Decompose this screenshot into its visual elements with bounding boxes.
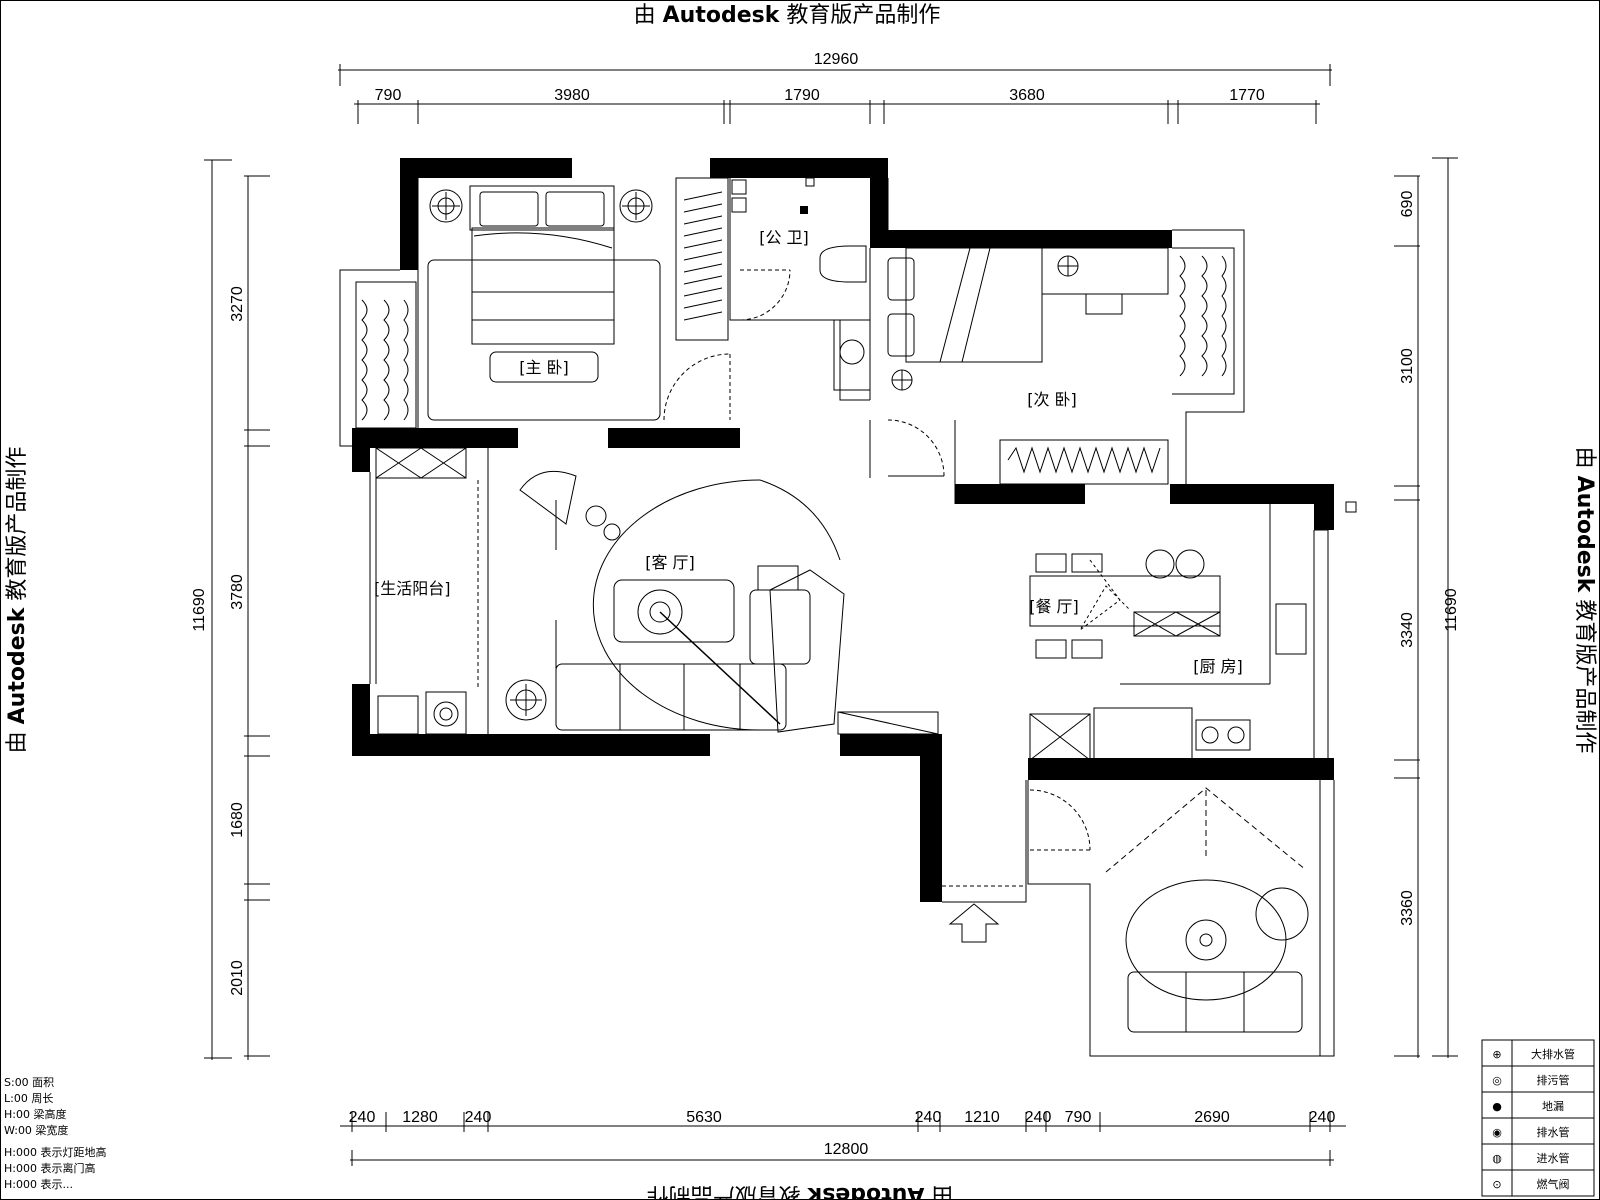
legend-symbol-2: ◎: [1492, 1074, 1502, 1087]
note-line-1: S:00 面积: [4, 1076, 54, 1089]
note-line-5: H:000 表示灯距地高: [4, 1145, 106, 1159]
legend-label-2: 排污管: [1537, 1073, 1570, 1087]
dim-bottom-10: 240: [1309, 1109, 1336, 1126]
lower-room-furniture: [942, 787, 1309, 1033]
legend-symbol-3: ●: [1492, 1100, 1502, 1113]
living-room-furniture: [505, 470, 939, 735]
dim-bottom-5: 240: [915, 1109, 942, 1126]
room-label-public-bath: [公 卫]: [759, 228, 809, 247]
room-label-kitchen: [厨 房]: [1193, 657, 1243, 676]
watermark-bottom: 由 Autodesk 教育版产品制作: [647, 1182, 954, 1200]
watermark-left: 由 Autodesk 教育版产品制作: [5, 447, 30, 754]
top-dimensions: 12960 790 3980 1790 3680 1770: [338, 51, 1332, 124]
dining-kitchen-furniture: [1029, 501, 1357, 761]
walls: [352, 158, 1334, 902]
dim-top-2: 3980: [554, 87, 590, 104]
dim-right-2: 3100: [1399, 348, 1416, 384]
dim-bottom-3: 240: [465, 1109, 492, 1126]
dim-left-2: 3780: [229, 574, 246, 610]
second-bedroom-furniture: [887, 247, 1227, 485]
room-label-dining: [餐 厅]: [1029, 597, 1079, 616]
legend-table: ⊕ 大排水管 ◎ 排污管 ● 地漏 ◉ 排水管 ◍ 进水管 ⊙ 燃气阀: [1481, 1039, 1595, 1197]
note-line-7: H:000 表示...: [4, 1177, 73, 1191]
room-label-balcony: [生活阳台]: [374, 579, 451, 598]
room-label-master-bedroom: [主 卧]: [519, 358, 569, 377]
dim-bottom-1: 240: [349, 1109, 376, 1126]
room-label-second-bedroom: [次 卧]: [1027, 390, 1077, 409]
dim-bottom-8: 790: [1065, 1109, 1092, 1126]
dim-bottom-total: 12800: [824, 1141, 869, 1158]
dim-bottom-7: 240: [1025, 1109, 1052, 1126]
note-line-2: L:00 周长: [4, 1092, 53, 1105]
notes-block: S:00 面积 L:00 周长 H:00 梁高度 W:00 梁宽度 H:000 …: [4, 1076, 106, 1191]
dim-bottom-2: 1280: [402, 1109, 438, 1126]
legend-label-3: 地漏: [1542, 1100, 1564, 1113]
dim-bottom-4: 5630: [686, 1109, 722, 1126]
note-line-4: W:00 梁宽度: [4, 1123, 68, 1137]
dim-left-total: 11690: [191, 588, 208, 631]
legend-label-1: 大排水管: [1531, 1047, 1575, 1061]
right-dimensions: 11690 690 3100 3340 3360: [1394, 157, 1460, 1058]
legend-label-6: 燃气阀: [1537, 1177, 1570, 1191]
left-dimensions: 11690 3270 3780 1680 2010: [191, 159, 270, 1060]
note-line-6: H:000 表示离门高: [4, 1161, 95, 1175]
dim-bottom-6: 1210: [964, 1109, 1000, 1126]
watermark-top: 由 Autodesk 教育版产品制作: [634, 3, 941, 28]
legend-label-5: 进水管: [1537, 1151, 1570, 1165]
dim-bottom-9: 2690: [1194, 1109, 1230, 1126]
legend-symbol-6: ⊙: [1492, 1178, 1501, 1191]
thin-walls: [339, 178, 1335, 1057]
legend-symbol-1: ⊕: [1492, 1048, 1501, 1061]
legend-label-4: 排水管: [1537, 1125, 1570, 1139]
dim-top-1: 790: [375, 87, 402, 104]
note-line-3: H:00 梁高度: [4, 1107, 66, 1121]
dim-left-4: 2010: [229, 960, 246, 996]
dim-right-total: 11690: [1443, 588, 1460, 631]
dim-left-1: 3270: [229, 286, 246, 322]
room-label-living-room: [客 厅]: [645, 553, 695, 572]
master-bedroom-furniture: [361, 177, 731, 421]
dim-top-5: 1770: [1229, 87, 1265, 104]
balcony-fixtures: [375, 447, 479, 735]
bottom-dimensions: 240 1280 240 5630 240 1210 240 790 2690 …: [340, 1109, 1346, 1166]
watermark-right: 由 Autodesk 教育版产品制作: [1572, 447, 1597, 754]
dim-top-3: 1790: [784, 87, 820, 104]
dim-right-1: 690: [1399, 191, 1416, 218]
dim-right-3: 3340: [1399, 612, 1416, 648]
legend-symbol-4: ◉: [1492, 1126, 1502, 1139]
entrance-arrow-icon: [948, 903, 1000, 943]
public-bath-fixtures: [731, 177, 871, 391]
dim-left-3: 1680: [229, 802, 246, 838]
legend-symbol-5: ◍: [1492, 1152, 1502, 1165]
dim-top-total: 12960: [814, 51, 859, 68]
dim-top-4: 3680: [1009, 87, 1045, 104]
dim-right-4: 3360: [1399, 890, 1416, 926]
